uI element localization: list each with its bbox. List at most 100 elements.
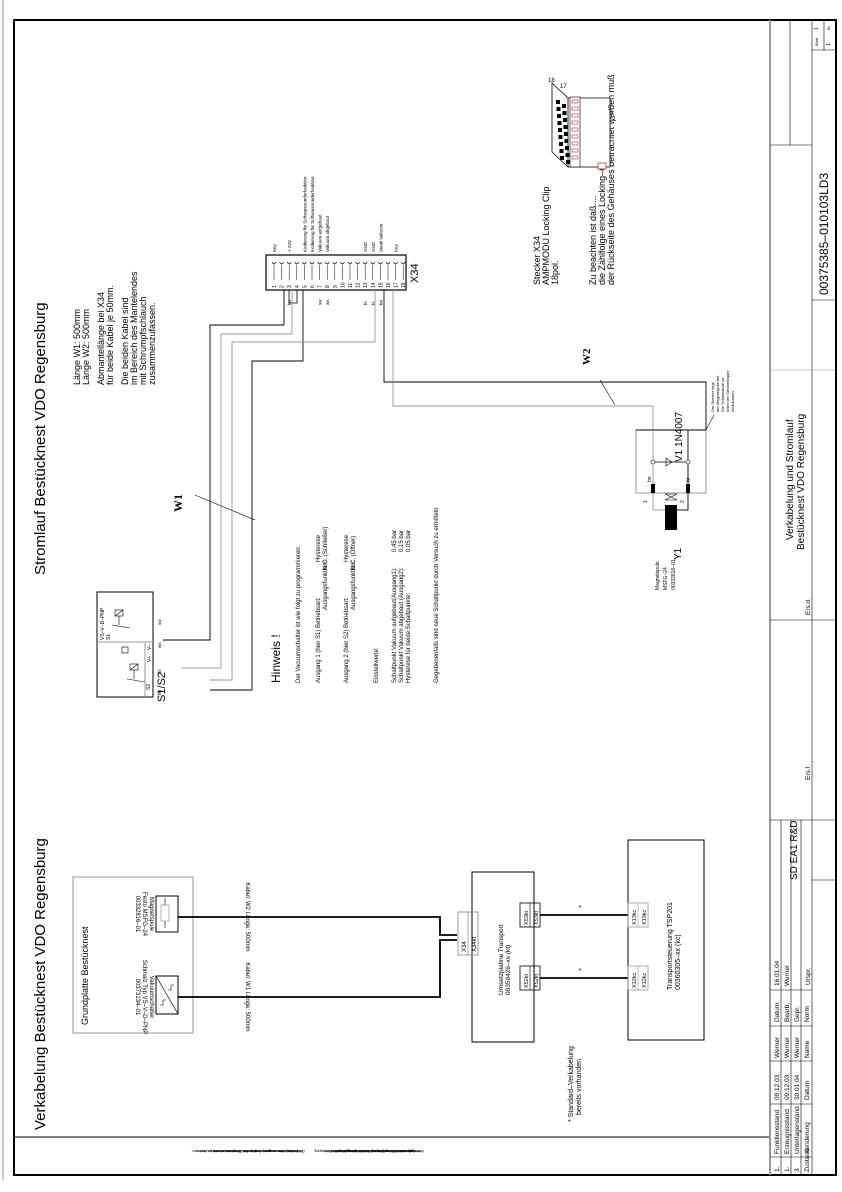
x34-pin-number: 6 xyxy=(310,285,316,288)
norm-label: Norm xyxy=(804,1006,811,1022)
x34-wire-color: sw xyxy=(318,299,323,305)
title-block-cell-name: Name xyxy=(804,1040,811,1058)
cable-w2-label: Kabel: W2 Länge: 500mm xyxy=(244,882,250,951)
x34-pin-function: Ventil Vakuum xyxy=(378,223,383,252)
s1-label: S1 xyxy=(106,634,112,640)
hint-heading: Hinweis ! xyxy=(269,634,283,683)
coil-part: 00332816–01 xyxy=(134,896,140,933)
clip-contact xyxy=(571,120,579,125)
hint-footer: Gegebenenfalls sind neue Schaltpunkt dur… xyxy=(434,508,440,683)
plug-note-line: Die Schutzdiode ist xyxy=(720,377,725,412)
x34-pin-number: 14 xyxy=(371,282,377,288)
legal-copyright: Proprietary data, company confidential. … xyxy=(191,1149,305,1153)
wire-ws: ws xyxy=(157,642,162,648)
x12kc-a: X12kc xyxy=(632,972,638,988)
cable-w1: W1 xyxy=(163,290,376,691)
legal-line: pflichten zu Schadenersatz. Alle Rechte … xyxy=(323,1149,413,1153)
hint-intro: Der Vacuumschalter ist wie folgt zu prog… xyxy=(296,545,302,683)
ctrl-part: 00360305–xx (kc) xyxy=(675,934,682,990)
x13kc-a: X13kc xyxy=(632,909,638,925)
plug-note-line: unter der Steckerkappe xyxy=(725,370,730,412)
title-block-cell-datum: 30.01.04 xyxy=(794,1074,801,1100)
coil-name: Magnetspule xyxy=(148,897,154,932)
clip-hole xyxy=(565,153,570,157)
transport-board: X34 X34kt Umsetzplatine Transport 003594… xyxy=(457,871,541,1043)
coil-icon xyxy=(665,505,677,530)
top-title: Stromlauf Bestücknest VDO Regensburg xyxy=(32,302,49,575)
x34-pin-function: Vakuum abgebaut xyxy=(325,215,330,252)
x34-pin-function: GND xyxy=(371,241,376,252)
hint-settings: Einstellwerte: xyxy=(374,647,380,683)
legal-line: nicht ausdrücklich zugestanden. Zuwiderh… xyxy=(327,1149,416,1153)
x34-pin-function: Vakuum aufgebaut xyxy=(318,214,323,252)
x34-pin-socket-icon xyxy=(286,261,292,265)
hint-hyst: Hysterese für beide Schaltpunkte: xyxy=(406,593,412,683)
hint-sp1: Schaltpunkt Vakuum aufgebaut(Ausgang1): xyxy=(392,567,398,683)
coil-label: Y1 xyxy=(673,547,684,560)
sheet-frame xyxy=(13,19,837,1176)
x34-pin-number: 5 xyxy=(302,285,308,288)
clip-hole xyxy=(558,135,563,139)
x34-pin-number: 9 xyxy=(333,285,339,288)
drawing-title-1: Verkabelung und Stromlauf xyxy=(785,419,796,540)
clip-hole xyxy=(562,111,567,115)
x34-pin-number: 7 xyxy=(318,285,324,288)
title-block-cell-aenderung: Erzeugnisstand xyxy=(784,1109,791,1154)
wire-sw: sw xyxy=(157,619,162,625)
legal-line: wertung und Mitteilung ihres Inhalts nic… xyxy=(331,1149,421,1153)
x34-pin-number: 18 xyxy=(401,282,407,288)
bearb-value: Werner xyxy=(784,964,791,986)
star-marker-2: * xyxy=(579,905,582,912)
plug-note-1: Zu beachten ist daß.... xyxy=(588,195,598,285)
x13kc-b: X13kc xyxy=(642,909,648,925)
legal-line: Confié à titre de secret d'entreprise. T… xyxy=(210,1149,299,1153)
block-cable-w1 xyxy=(178,939,457,998)
clip-hole xyxy=(556,107,561,111)
x34-pin-number: 12 xyxy=(356,282,362,288)
stromlauf-title: Stromlauf Bestücknest VDO Regensburg xyxy=(32,302,49,575)
hint-out1-hyst: Hysterese xyxy=(316,534,322,562)
v-minus-label: V– xyxy=(147,644,153,650)
hint-out2-mode: N.C. (Öffner) xyxy=(350,536,357,570)
x34-pin-function: Key xyxy=(272,243,277,252)
plug-line-1: Stecker X34 xyxy=(532,236,542,285)
w1-wire-bn xyxy=(210,290,304,691)
x34-pin-number: 17 xyxy=(394,282,400,288)
transport-control: X12kc X12kc X13kc X13kc Transportsteueru… xyxy=(627,839,705,1041)
x34-pin-number: 10 xyxy=(340,282,346,288)
hint-sp2: Schaltpunkt Vakuum abgebaut (Ausgang2): xyxy=(399,567,405,683)
x34-wire-color: bl xyxy=(371,301,376,305)
clip-contact xyxy=(571,127,579,132)
cable-notes: Länge W1: 500mm Länge W2: 500mm Abmantel… xyxy=(72,271,157,385)
s2-label: S2 xyxy=(146,684,152,690)
title-block-cell-name: Werner xyxy=(794,1036,801,1058)
x34-pin-number: 1 xyxy=(272,285,278,288)
clip-contact xyxy=(571,141,579,146)
clip-pin-1: 1 xyxy=(613,117,617,123)
x34-pin-socket-icon xyxy=(340,261,345,265)
valve-coil-name: Magnetspule xyxy=(655,561,661,590)
hint-out2: Ausgang 2 (hier S2) Betriebsart: xyxy=(344,597,350,683)
valve-symbol-icon xyxy=(664,493,678,501)
diode-label: V1 1N4007 xyxy=(674,412,685,462)
hint-out2-func: Ausgangsfunktion: xyxy=(351,560,357,610)
legal-german: Weitergabe sowie Vervielfältigung dieser… xyxy=(315,1149,424,1153)
valve-pin-1: 1 xyxy=(643,500,649,503)
clip-hole xyxy=(563,118,567,122)
title-block-cell-zustand: 1. xyxy=(784,1166,791,1172)
x53kt-a: X53kt xyxy=(524,910,530,925)
vacuum-switch: VS–V–D–PNP S1 S2 V+ V– S1/S2 sw ws bl bn xyxy=(96,591,168,702)
base-plate: Grundplatte Bestücknest Vakuumschalter S… xyxy=(72,876,194,1034)
x34-wire-color: bn xyxy=(378,299,383,305)
w2-wire-bl xyxy=(383,290,707,430)
bearb-label: Bearb. xyxy=(784,1003,791,1022)
x34-pin-socket-icon xyxy=(400,261,406,265)
legal-line: besonders für den Fall der Patenterteilu… xyxy=(315,1149,414,1153)
x34-pin-number: 8 xyxy=(325,285,331,288)
transport-board-box xyxy=(471,871,535,1043)
datum-value: 16.01.04 xyxy=(774,960,781,986)
x34-pin-socket-icon xyxy=(362,261,368,265)
note-strip-1: Abmantellänge bei X34 xyxy=(96,292,106,385)
legal-line: Confiado como secreto industrial. Nos re… xyxy=(191,1149,301,1153)
